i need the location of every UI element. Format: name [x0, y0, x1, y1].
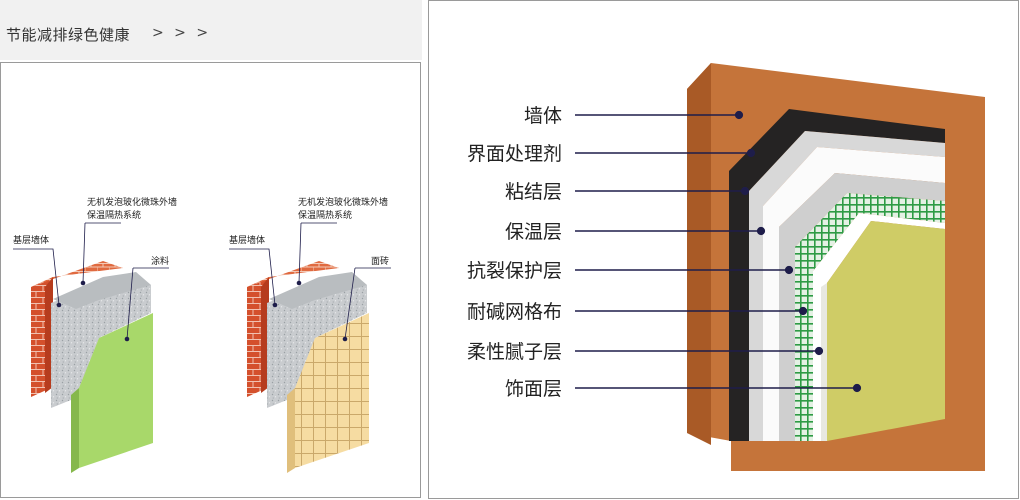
layer-label-interface-agent: 界面处理剂 [467, 143, 562, 165]
tile-finish-edge [287, 388, 295, 473]
left-panel: 基层墙体 无机发泡玻化微珠外墙 保温隔热系统 涂料 基层墙体 无机发泡玻化微珠外… [0, 62, 421, 498]
diagram-paint-finish: 基层墙体 无机发泡玻化微珠外墙 保温隔热系统 涂料 [13, 196, 177, 473]
layer-label-mesh: 耐碱网格布 [467, 301, 562, 323]
layer-label-wall: 墙体 [524, 105, 562, 127]
system-label-line2: 保温隔热系统 [87, 209, 141, 221]
layer-label-bonding: 粘结层 [505, 181, 562, 203]
base-wall-label: 基层墙体 [13, 234, 49, 246]
diagram-tile-finish: 基层墙体 无机发泡玻化微珠外墙 保温隔热系统 面砖 [229, 196, 391, 473]
layer-label-anti-crack: 抗裂保护层 [467, 260, 562, 282]
finish-label: 面砖 [371, 255, 389, 267]
left-diagrams-svg: 基层墙体 无机发泡玻化微珠外墙 保温隔热系统 涂料 基层墙体 无机发泡玻化微珠外… [1, 63, 422, 499]
layers-diagram-svg: 墙体 界面处理剂 粘结层 保温层 抗裂保护层 耐碱网格布 柔性腻子层 饰面层 [429, 1, 1019, 499]
finish-layer-edge [821, 283, 827, 441]
system-label-line1: 无机发泡玻化微珠外墙 [87, 196, 177, 208]
header-bar: 节能减排绿色健康 > > > [0, 0, 422, 60]
header-title: 节能减排绿色健康 [6, 24, 130, 45]
right-panel: 墙体 界面处理剂 粘结层 保温层 抗裂保护层 耐碱网格布 柔性腻子层 饰面层 [428, 0, 1019, 499]
system-label-line1: 无机发泡玻化微珠外墙 [298, 196, 388, 208]
base-wall-label: 基层墙体 [229, 234, 265, 246]
paint-finish-edge [71, 388, 79, 473]
layer-label-insulation: 保温层 [505, 221, 562, 243]
system-label-line2: 保温隔热系统 [298, 209, 352, 221]
layer-label-putty: 柔性腻子层 [467, 341, 562, 363]
finish-label: 涂料 [151, 255, 169, 267]
more-arrows-link[interactable]: > > > [152, 25, 211, 41]
layer-label-finish: 饰面层 [505, 378, 562, 400]
